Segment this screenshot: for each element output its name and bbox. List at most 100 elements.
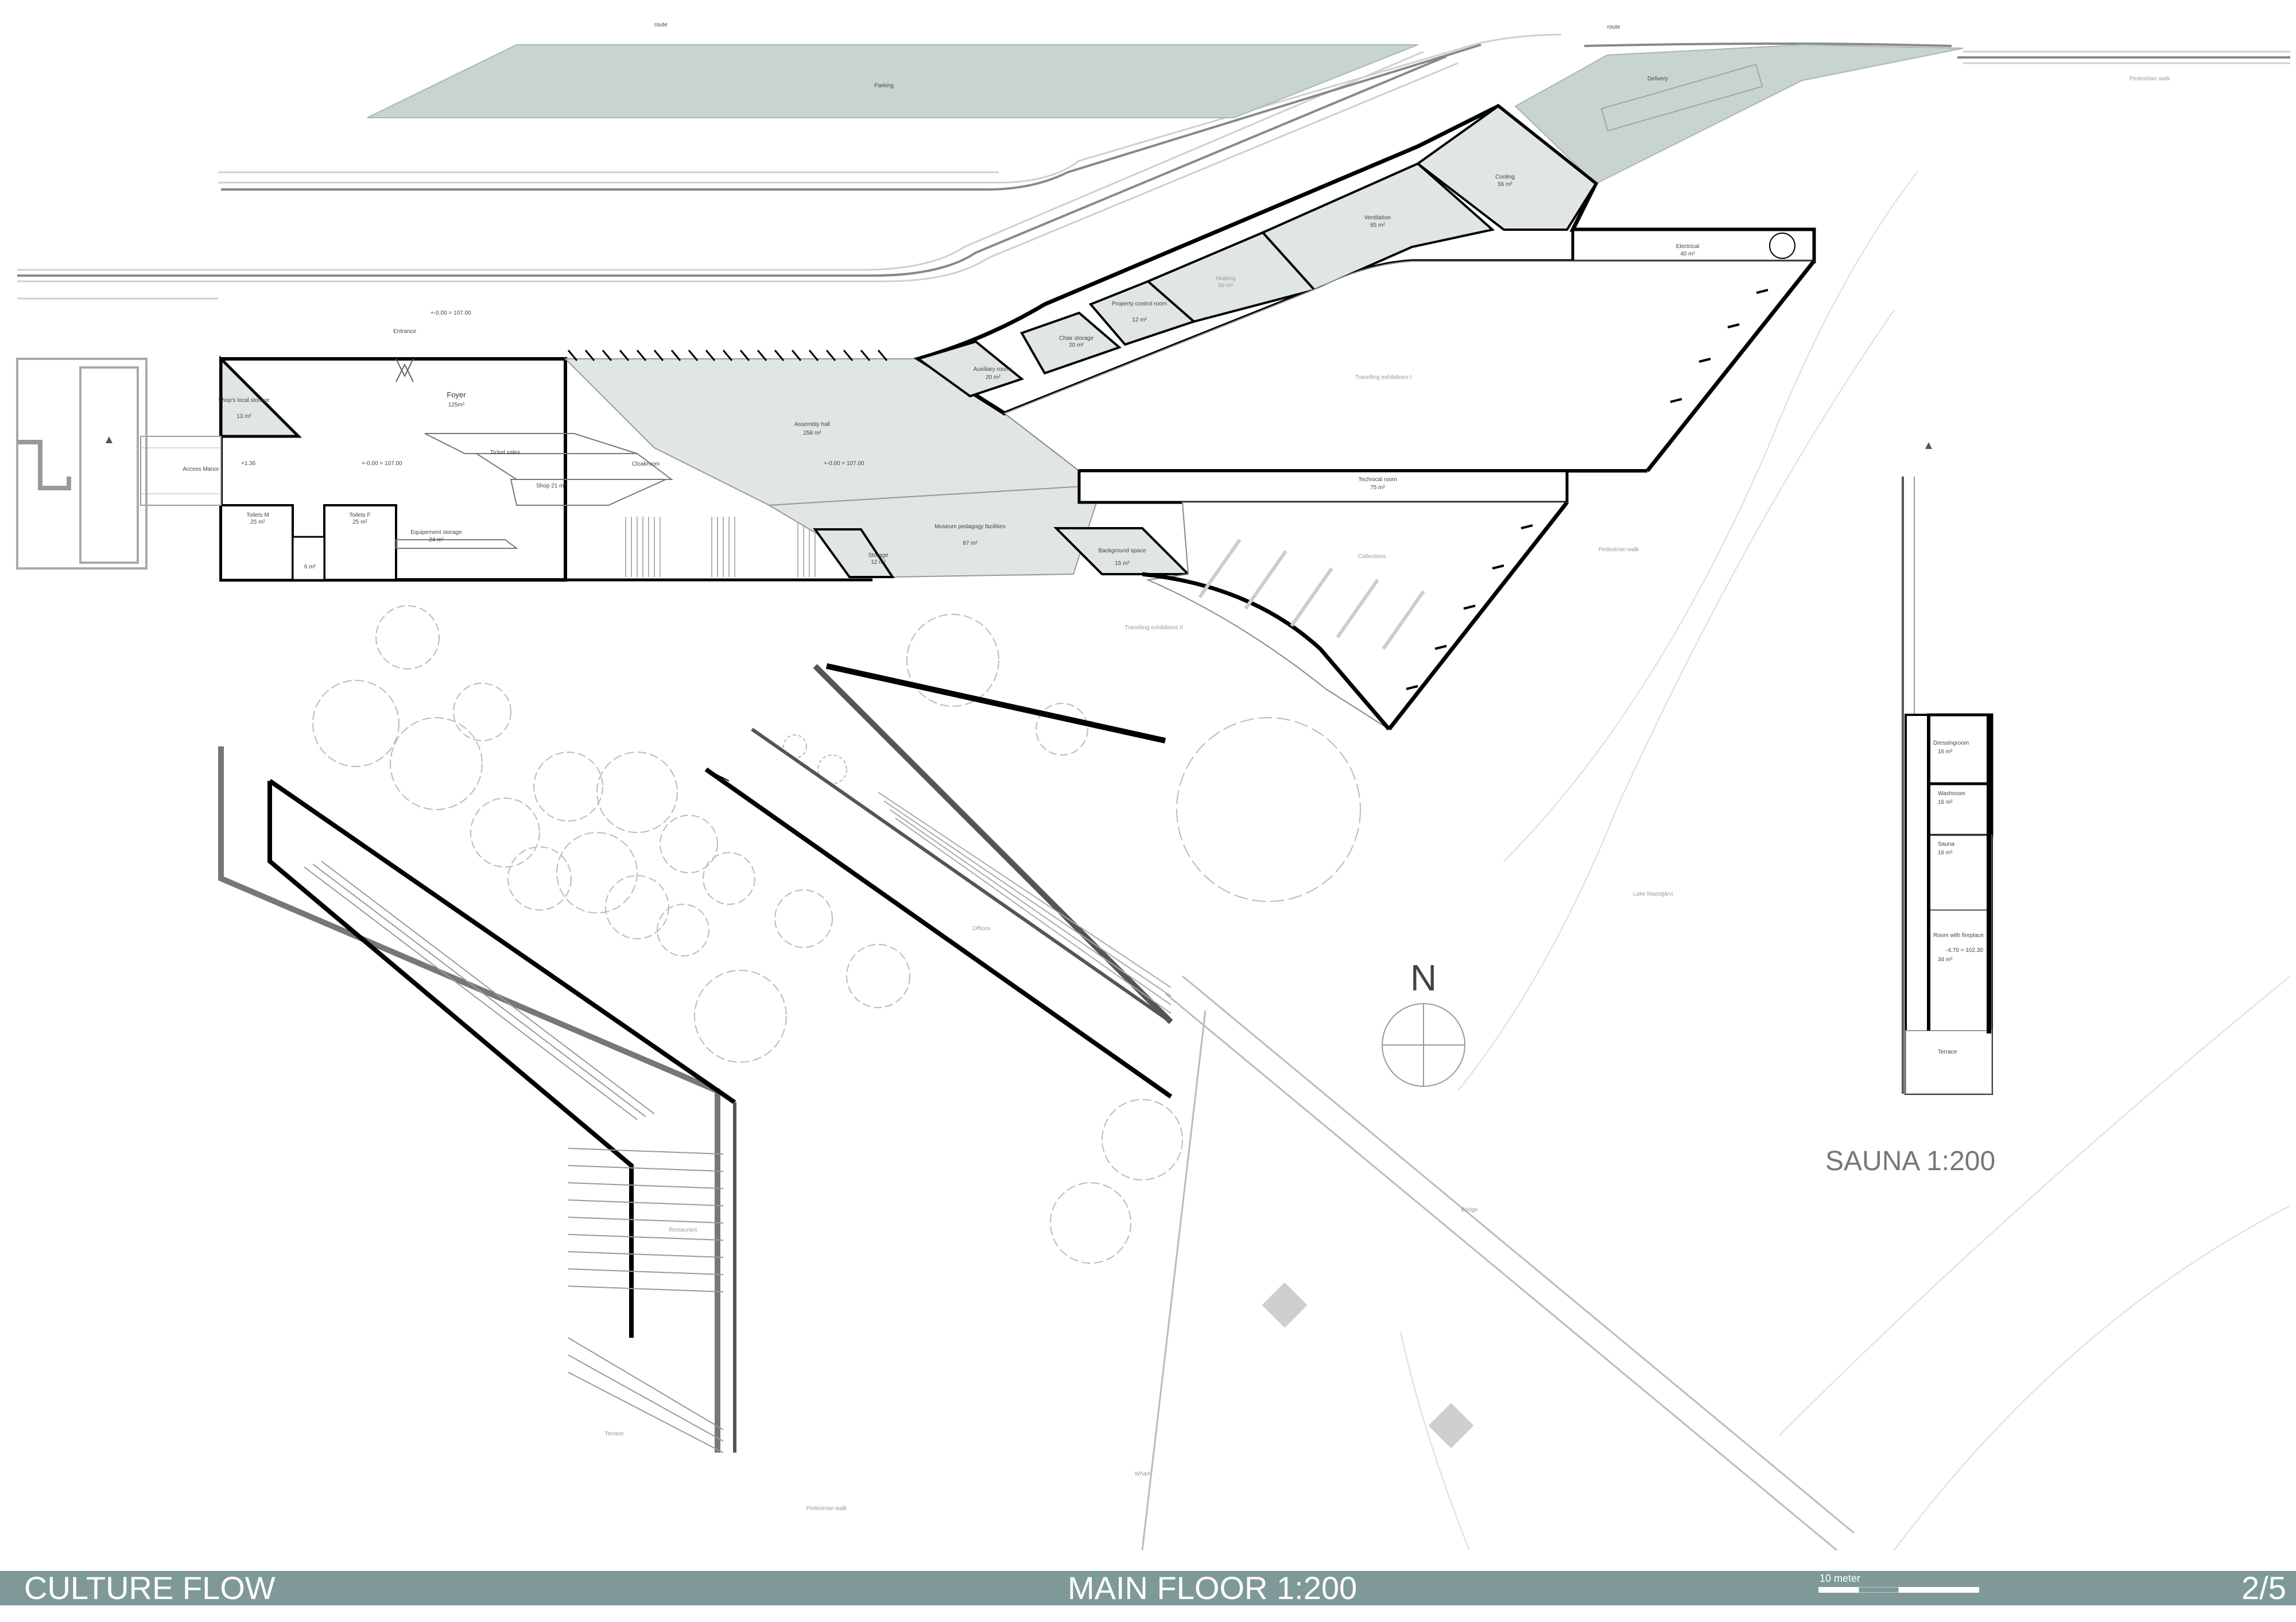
sauna-fireplace-room: [1928, 909, 1992, 1031]
storage-area: 12 m²: [871, 559, 886, 566]
shops-storage-room: [219, 355, 302, 438]
sauna-fireplace-area: 34 m²: [1938, 957, 1953, 963]
technical-room-area: 75 m²: [1370, 485, 1385, 491]
entrance-level: +-0.00 = 107.00: [430, 310, 471, 316]
access-manor-label: Access Manor: [183, 466, 219, 473]
scale-bar: [1818, 1587, 1979, 1593]
ventilation-label: Ventilation: [1364, 215, 1391, 221]
sauna-title: SAUNA 1:200: [1825, 1146, 1995, 1176]
sauna-dressingroom-label: Dressingroom: [1933, 740, 1969, 746]
auxiliary-rooms: [916, 340, 1025, 398]
auxiliary-rooms-area: 20 m²: [986, 374, 1000, 381]
equipment-storage-room: [395, 539, 518, 549]
exhibition-wing: [1003, 260, 1816, 731]
museum-pedagogy-area: 87 m²: [963, 540, 978, 547]
wharf-label: Wharf: [1135, 1471, 1150, 1477]
cloakroom-counter: [474, 453, 673, 480]
offices-label: Offices: [973, 926, 991, 932]
assembly-hall-area: 258 m²: [803, 430, 821, 436]
ventilation-room: [1261, 162, 1495, 292]
sauna-washroom-label: Washroom: [1938, 791, 1965, 797]
travelling-exhibitions-1-label: Travelling exhibitions I: [1355, 374, 1412, 381]
ventilation-area: 65 m²: [1370, 222, 1385, 229]
toilets-m-label: Toilets M: [246, 512, 269, 518]
pedestrian-walk-label-3: Pedestrian walk: [1599, 547, 1640, 553]
background-space-area: 15 m²: [1115, 560, 1130, 567]
heating-label: Heating: [1216, 276, 1235, 282]
sauna-sauna-label: Sauna: [1938, 841, 1954, 847]
terrace-label: Terrace: [604, 1431, 624, 1437]
foyer-level: +-0.00 = 107.00: [362, 460, 402, 467]
toilets-f-area: 25 m²: [352, 519, 367, 525]
sauna-fireplace-level: -4.70 = 102.30: [1946, 947, 1983, 954]
technical-room: [1077, 469, 1569, 504]
existing-manor: [16, 358, 148, 570]
shops-storage-area: 13 m²: [236, 413, 251, 420]
toilets-f-label: Toilets F: [349, 512, 370, 518]
sauna-terrace-label: Terrace: [1938, 1049, 1957, 1055]
offices-restaurant-building: [218, 746, 736, 1453]
toilets-m-room: [220, 504, 294, 581]
background-space-label: Background space: [1099, 548, 1146, 554]
museum-pedagogy-label: Museum pedagogy facilities: [934, 524, 1005, 530]
road-network: [17, 33, 2290, 300]
cooling-label: Cooling: [1495, 174, 1515, 180]
restaurant-label: Restaurant: [669, 1227, 697, 1233]
electrical-area: 40 m²: [1680, 251, 1695, 257]
access-manor: [140, 436, 222, 506]
sauna-dressingroom-area: 16 m²: [1938, 749, 1953, 755]
toilets-f-room: [323, 504, 397, 581]
bridge: [1141, 975, 1855, 1551]
technical-room-label: Technical room: [1358, 477, 1397, 483]
foyer-area: 125m²: [448, 402, 465, 408]
cooling-area: 56 m²: [1498, 181, 1512, 188]
north-arrow-icon: N: [1382, 957, 1465, 1087]
project-title: CULTURE FLOW: [24, 1570, 276, 1606]
section-markers: [106, 436, 1932, 449]
storage-room: [813, 528, 895, 578]
pedestrian-walk-label-2: Pedestrian walk: [806, 1505, 848, 1512]
heating-area: 56 m²: [1218, 282, 1233, 289]
cloakroom-label: Cloakroom: [632, 461, 660, 467]
terrain-contours: [1400, 172, 2291, 1551]
assembly-level: +-0.00 = 107.00: [824, 460, 864, 467]
stairs: [625, 517, 816, 577]
shop-counter: [510, 479, 666, 506]
sauna-sauna-area: 16 m²: [1938, 850, 1953, 856]
office-stripes: [878, 792, 1172, 1014]
property-control-label: Property control room: [1112, 301, 1167, 307]
trees: [312, 605, 1361, 1264]
electrical-label: Electrical: [1676, 243, 1700, 250]
route-label-2: route: [1607, 24, 1620, 30]
equipment-storage-label: Equipement storage: [410, 529, 462, 536]
shops-storage-label: Shop's local storage: [218, 397, 270, 404]
access-level: +1.36: [241, 460, 256, 467]
sauna-plan: [1902, 477, 1994, 1095]
ticket-sales-label: Ticket sales: [490, 450, 520, 456]
pedestrian-walk-label-1: Pedestrian walk: [2130, 76, 2171, 82]
chair-storage-label: Chair storage: [1059, 335, 1093, 342]
entrance-label: Entrance: [393, 328, 416, 335]
chair-storage-room: [1020, 311, 1122, 375]
delivery-label: Delivery: [1647, 76, 1668, 82]
route-label-1: route: [654, 22, 668, 28]
lake-label: Lake Maestjärvi: [1633, 891, 1673, 897]
equipment-storage-area: 24 m²: [429, 537, 444, 543]
delivery-truck: [1600, 63, 1763, 132]
scale-label: 10 meter: [1820, 1573, 1861, 1584]
collections-label: Collections: [1358, 553, 1386, 560]
sheet-title: MAIN FLOOR 1:200: [1068, 1570, 1358, 1606]
assembly-hall-slats: [567, 350, 888, 361]
shop-label: Shop 21 m²: [536, 483, 566, 489]
north-label: N: [1410, 957, 1437, 998]
small-room: [292, 536, 325, 581]
small-room-area: 6 m²: [304, 564, 316, 570]
road-edges: [17, 42, 2290, 277]
pavilion-2: [1428, 1403, 1474, 1449]
chair-storage-area: 20 m²: [1069, 342, 1084, 349]
foyer-label: Foyer: [447, 390, 466, 399]
entrance-arrow-icon: [395, 358, 414, 382]
parking-area: [367, 44, 1418, 118]
property-control-area: 12 m²: [1132, 317, 1147, 323]
